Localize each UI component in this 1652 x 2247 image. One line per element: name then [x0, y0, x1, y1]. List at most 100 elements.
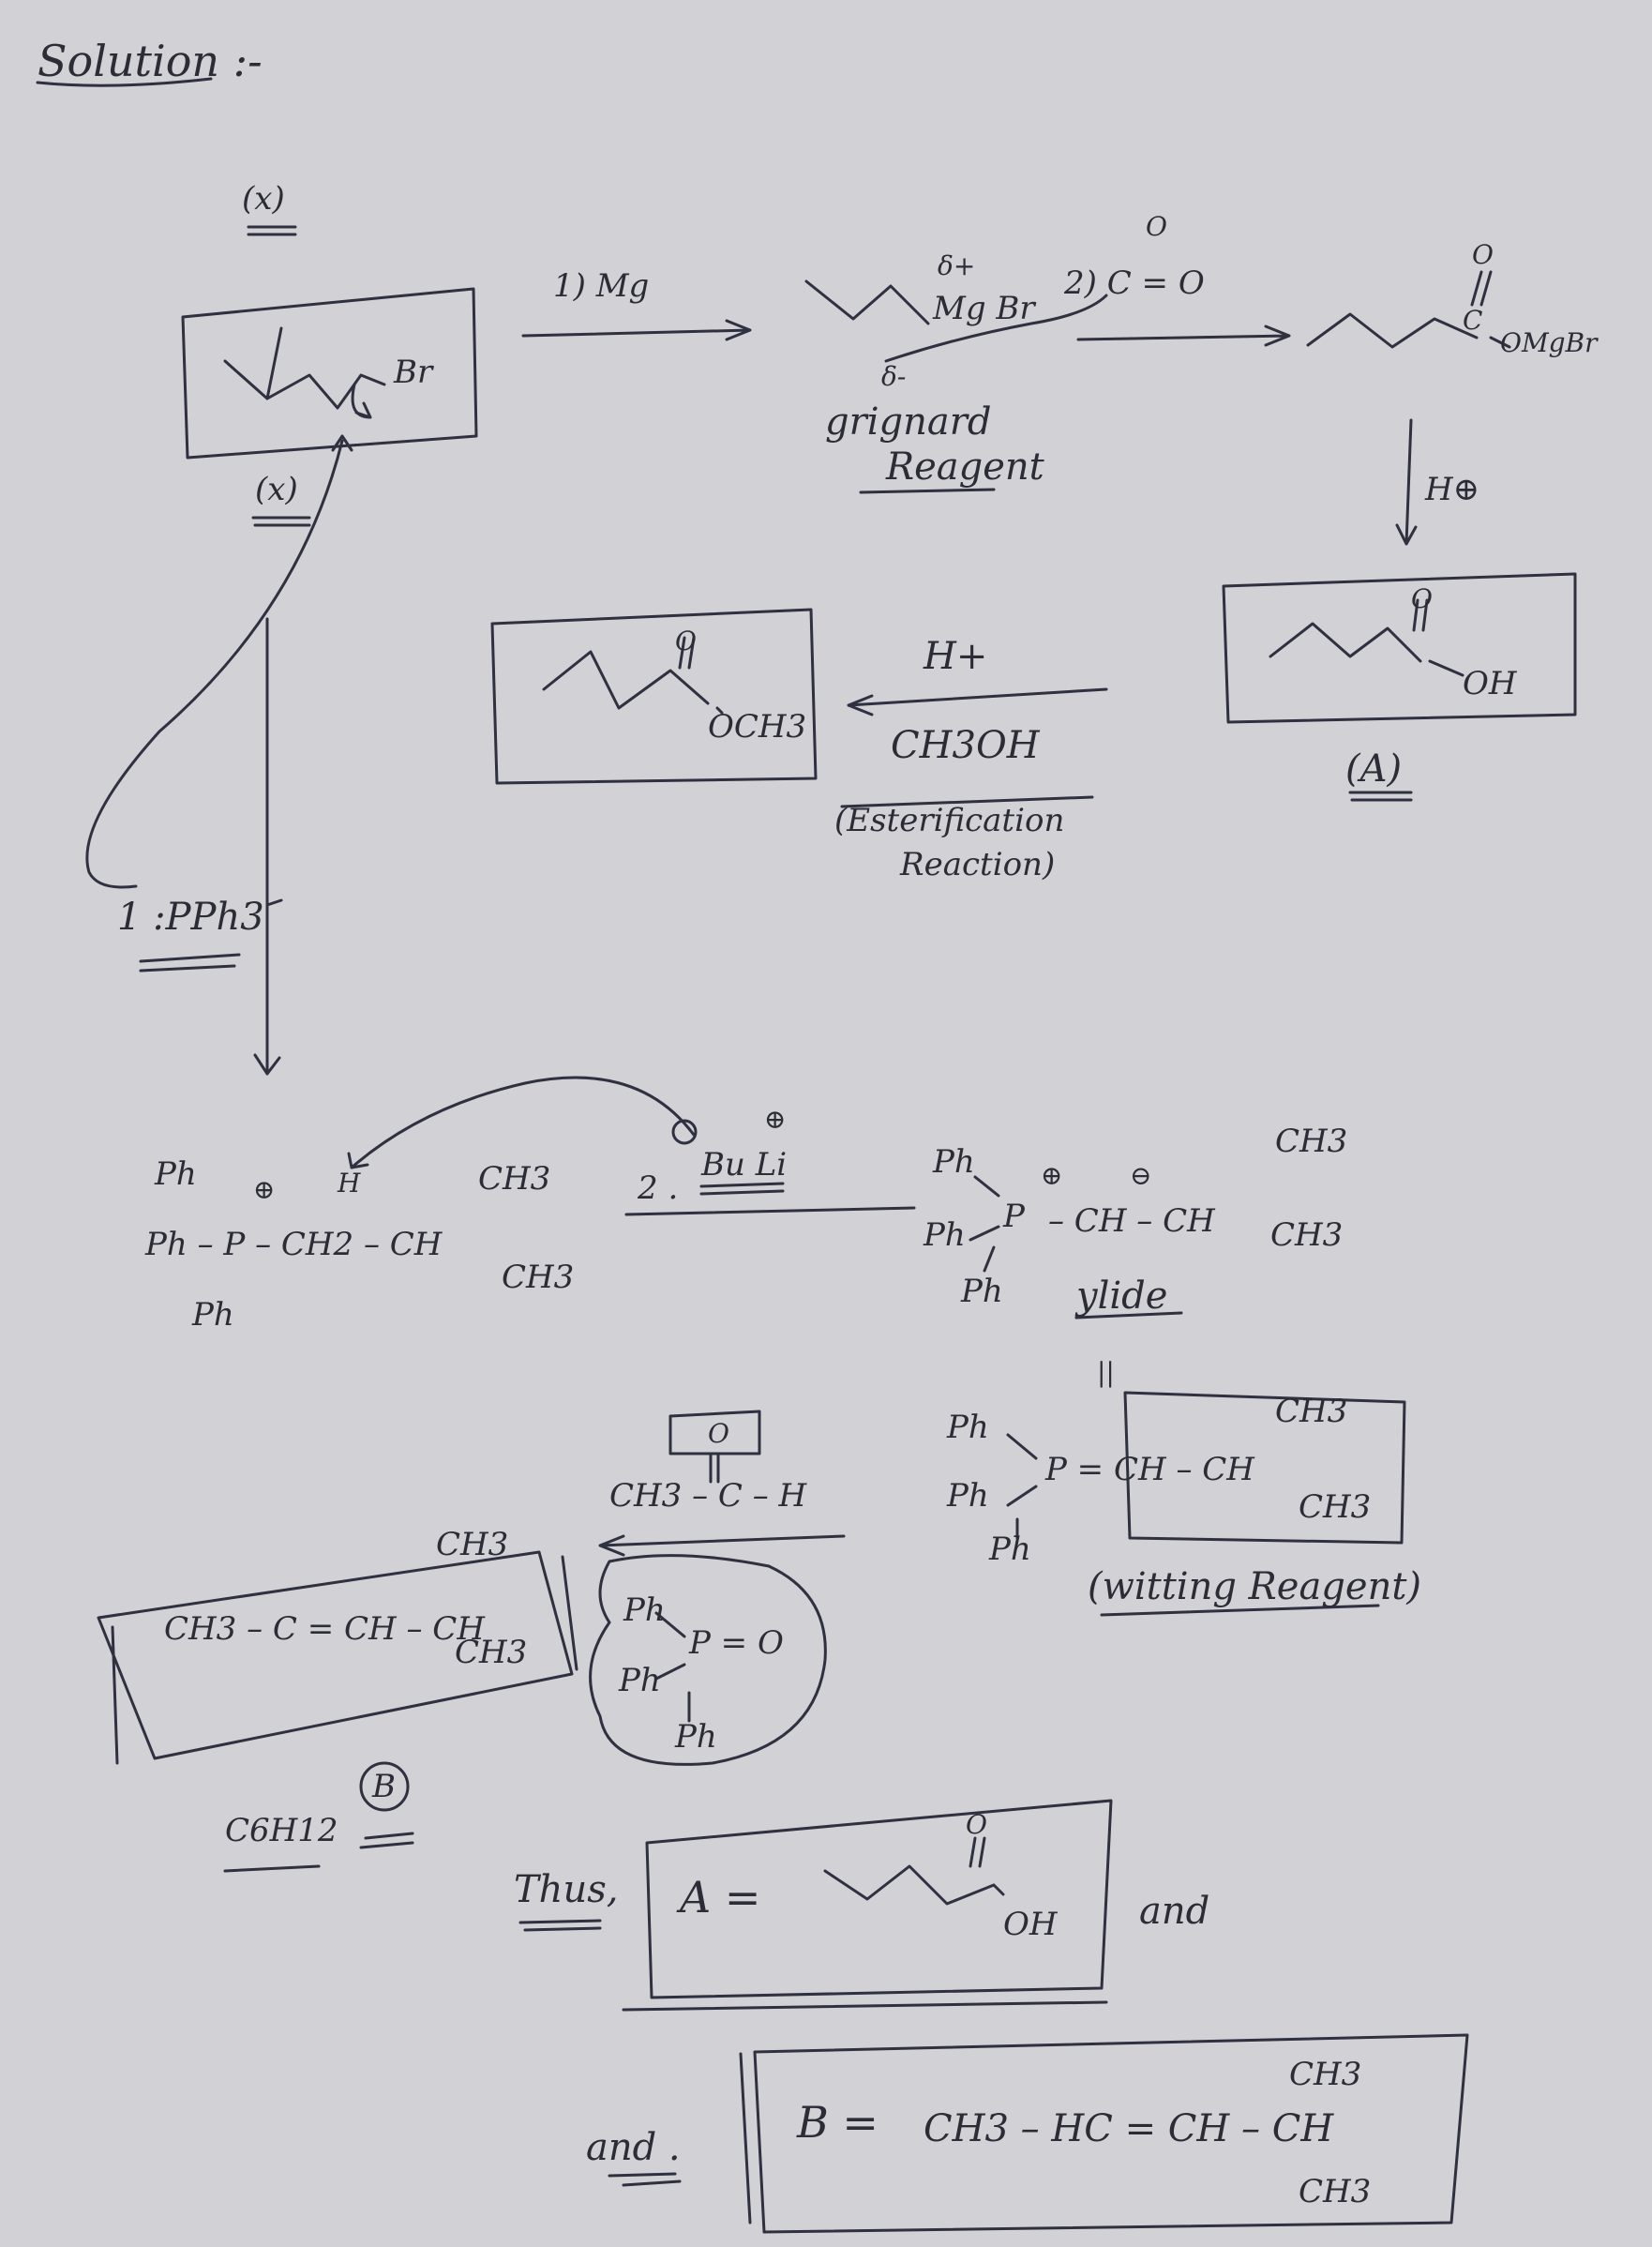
salt-oxygen: O: [1472, 239, 1494, 270]
x-bottom-underline: [251, 516, 311, 527]
phosphine-ph-mid: Ph: [619, 1662, 661, 1699]
wittig-ch3-bottom: CH3: [1299, 1488, 1372, 1526]
summary-b-left-mark: [739, 2052, 752, 2224]
buli-underline: [699, 1182, 785, 1196]
reactant-curly: [351, 383, 372, 419]
phosphine-ph-top: Ph: [623, 1591, 666, 1629]
ylide-plus: ⊕: [1041, 1160, 1063, 1191]
reactant-box: [181, 287, 478, 460]
x-top-underline: [247, 225, 297, 236]
ylide-ph-mid: Ph: [924, 1216, 966, 1254]
aldehyde-oxygen: O: [708, 1418, 729, 1449]
ylide-equals: ||: [1097, 1357, 1115, 1388]
x-label-top: (x): [242, 180, 285, 218]
pph3-curved-arrow: [85, 439, 344, 889]
summary-a-oxygen: O: [966, 1809, 987, 1840]
b-underline: [359, 1832, 414, 1849]
product-b-left-mark: [111, 1625, 119, 1765]
product-a-oxygen: O: [1411, 583, 1433, 614]
ester-reagent-top: H+: [924, 635, 988, 678]
summary-thus: Thus,: [514, 1868, 619, 1911]
co2-oxygen: O: [1146, 211, 1167, 242]
pph3-underline: [139, 953, 241, 973]
heading: Solution :-: [38, 36, 263, 86]
summary-a-base: [622, 2000, 1108, 2012]
step2-reagent: 2) C = O: [1064, 264, 1205, 302]
grignard-skeleton: [804, 279, 930, 325]
ester-box: [490, 608, 818, 785]
wittig-ch3-top: CH3: [1275, 1393, 1348, 1430]
phosphine-oxide-circle: [589, 1554, 827, 1766]
grignard-label-line2: Reagent: [886, 445, 1044, 489]
wittig-ph-mid: Ph: [947, 1477, 989, 1515]
product-a-skeleton: [1269, 598, 1464, 677]
phosphonium-h: H: [338, 1168, 361, 1199]
buli-step: 2 .: [638, 1169, 679, 1207]
product-b-ch3-top: CH3: [436, 1526, 509, 1563]
product-a-box: [1222, 572, 1577, 724]
wittig-label-underline: [1100, 1604, 1380, 1617]
grignard-label-line1: grignard: [825, 400, 992, 444]
product-a-oh: OH: [1463, 665, 1517, 702]
vertical-arrow: [253, 617, 281, 1076]
step2-arrow: [1076, 324, 1291, 347]
pph3-reagent: 1 :PPh3: [117, 896, 264, 939]
ylide-ch3-bottom: CH3: [1270, 1216, 1344, 1254]
grignard-curve: [884, 294, 1108, 363]
reactant-skeleton: [223, 326, 386, 410]
aldehyde-box: [668, 1410, 761, 1455]
ester-skeleton: [542, 636, 724, 715]
grignard-delta-plus: δ+: [938, 250, 976, 281]
ylide-label-underline: [1074, 1311, 1183, 1320]
heading-underline: [36, 77, 213, 87]
ylide-p: P: [1003, 1198, 1025, 1235]
formula-underline: [223, 1864, 321, 1873]
and-underline: [608, 2172, 682, 2187]
phosphonium-ch3-top: CH3: [478, 1160, 551, 1198]
buli-plus: ⊕: [764, 1104, 787, 1135]
ylide-bonds: [969, 1175, 1000, 1273]
curved-arrowhead: [331, 434, 353, 452]
product-a-underline: [1348, 791, 1413, 802]
product-b-ch3-bottom: CH3: [455, 1634, 528, 1671]
summary-b-box: [753, 2033, 1469, 2234]
salt-carbon: C: [1463, 305, 1483, 336]
b-circle: [359, 1761, 410, 1812]
summary-b-ch3-top: CH3: [1289, 2056, 1362, 2093]
phosphonium-charge: ⊕: [253, 1174, 276, 1205]
grignard-delta-minus: δ-: [881, 361, 907, 392]
step1-arrow: [521, 319, 752, 341]
buli-reagent: Bu Li: [701, 1146, 788, 1184]
ester-note-underline: [840, 795, 1094, 808]
ylide-ch3-top: CH3: [1275, 1123, 1348, 1160]
x-label-bottom: (x): [255, 471, 298, 508]
salt-skeleton: [1306, 270, 1511, 349]
product-b-chain: CH3 – C = CH – CH: [164, 1610, 485, 1648]
summary-b-chain: CH3 – HC = CH – CH: [924, 2107, 1334, 2150]
step1-reagent: 1) Mg: [553, 267, 650, 305]
ester-arrow: [847, 687, 1108, 716]
summary-a-skeleton: [823, 1836, 1005, 1906]
aldehyde-formula: CH3 – C – H: [609, 1477, 807, 1515]
salt-omgbr: OMgBr: [1500, 327, 1598, 358]
ylide-label: ylide: [1076, 1274, 1168, 1318]
phosphine-bonds: [654, 1611, 691, 1723]
wittig-ph-bottom: Ph: [989, 1531, 1031, 1568]
summary-a-box: [645, 1799, 1113, 1999]
reactant-br: Br: [394, 354, 433, 391]
wittig-label: (witting Reagent): [1088, 1565, 1422, 1608]
pph3-line: [265, 898, 283, 907]
wittig-bonds: [1006, 1433, 1038, 1540]
phosphonium-chain: Ph – P – CH2 – CH: [145, 1226, 443, 1263]
ester-note-line2: Reaction): [900, 846, 1056, 883]
acid-arrow: [1395, 418, 1418, 546]
wittig-ph-top: Ph: [947, 1409, 989, 1446]
summary-b-ch3-bottom: CH3: [1299, 2173, 1372, 2210]
product-b-box: [97, 1550, 574, 1760]
grignard-mgbr: Mg Br: [933, 290, 1035, 327]
phosphonium-ch3-bottom: CH3: [502, 1259, 575, 1296]
phosphine-p: P = O: [689, 1624, 784, 1662]
product-b-right-mark: [561, 1555, 578, 1671]
